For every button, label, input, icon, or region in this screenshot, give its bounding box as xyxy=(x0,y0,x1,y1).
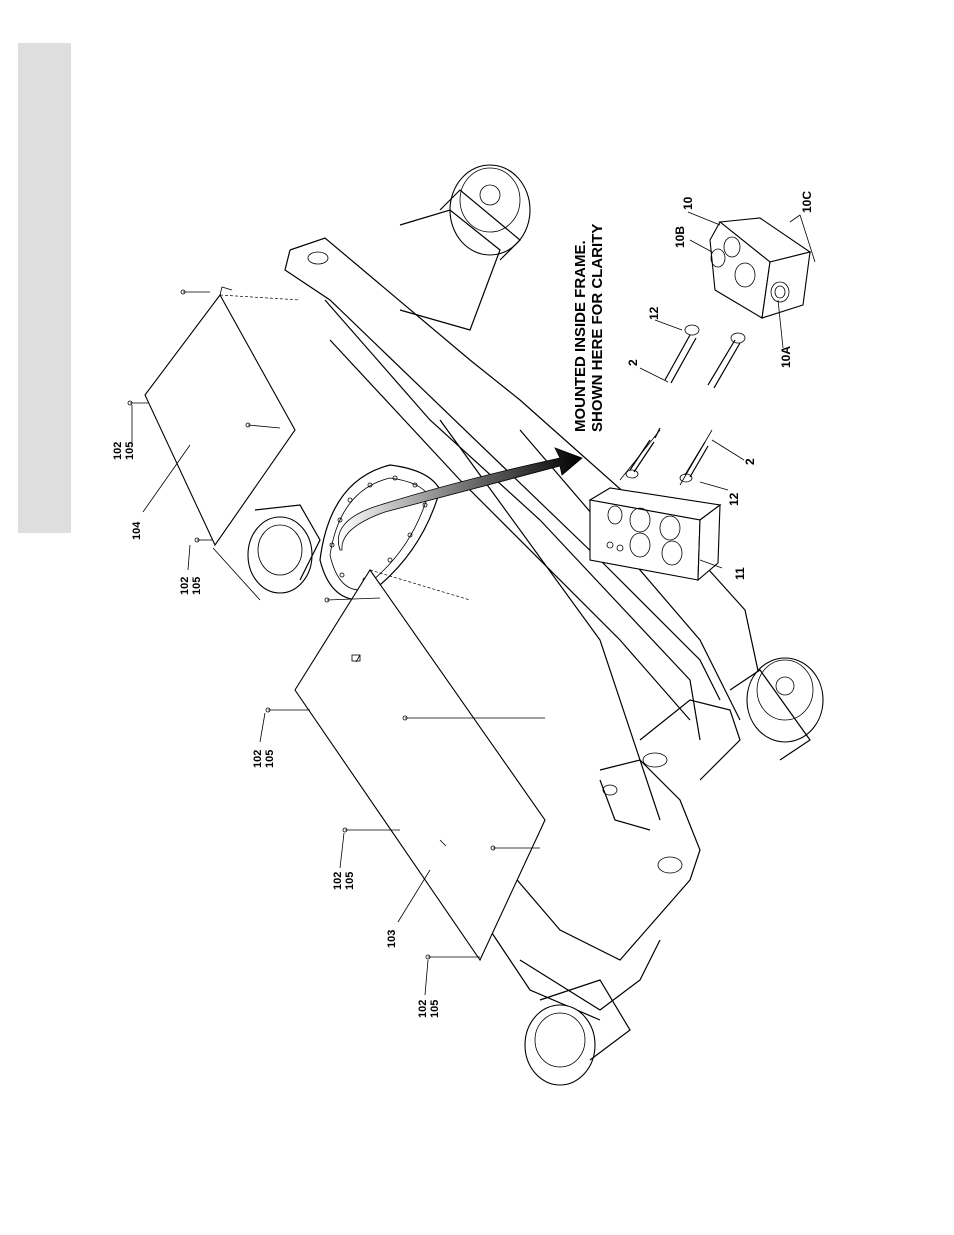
label-10a: 10A xyxy=(779,346,793,368)
label-10b: 10B xyxy=(673,226,687,248)
callout-arrow xyxy=(338,448,582,550)
label-105-c: 105 xyxy=(264,750,276,768)
bolt-set-upper xyxy=(665,325,745,388)
wheel-motor-front xyxy=(400,165,530,330)
turntable-ring xyxy=(320,465,440,600)
label-10c: 10C xyxy=(800,191,814,213)
label-2-upper: 2 xyxy=(626,359,640,366)
valve-block-10 xyxy=(710,218,810,318)
wheel-motor-rear-right xyxy=(730,658,823,760)
label-102-c: 102 xyxy=(252,750,264,768)
callout-note: MOUNTED INSIDE FRAME. SHOWN HERE FOR CLA… xyxy=(572,224,606,432)
cover-plate-103 xyxy=(295,570,545,960)
valve-block-11 xyxy=(590,488,720,580)
label-102-e: 102 xyxy=(417,1000,429,1018)
label-11: 11 xyxy=(733,567,747,580)
label-104: 104 xyxy=(131,521,143,540)
label-105-e: 105 xyxy=(429,1000,441,1018)
label-12-upper: 12 xyxy=(647,306,661,320)
bolt-set-lower xyxy=(620,428,712,485)
callout-line-1: MOUNTED INSIDE FRAME. xyxy=(572,240,589,432)
label-105-b: 105 xyxy=(191,577,203,595)
label-102-d: 102 xyxy=(332,872,344,890)
label-102-b: 102 xyxy=(179,577,191,595)
label-2-lower: 2 xyxy=(743,458,757,465)
label-10: 10 xyxy=(681,196,695,210)
label-105-d: 105 xyxy=(344,872,356,890)
label-12-lower: 12 xyxy=(727,492,741,506)
label-102-a: 102 xyxy=(112,442,124,460)
callout-line-2: SHOWN HERE FOR CLARITY xyxy=(589,224,606,432)
wheel-motor-mid xyxy=(248,505,320,593)
label-103: 103 xyxy=(386,930,398,948)
label-105-a: 105 xyxy=(124,442,136,460)
